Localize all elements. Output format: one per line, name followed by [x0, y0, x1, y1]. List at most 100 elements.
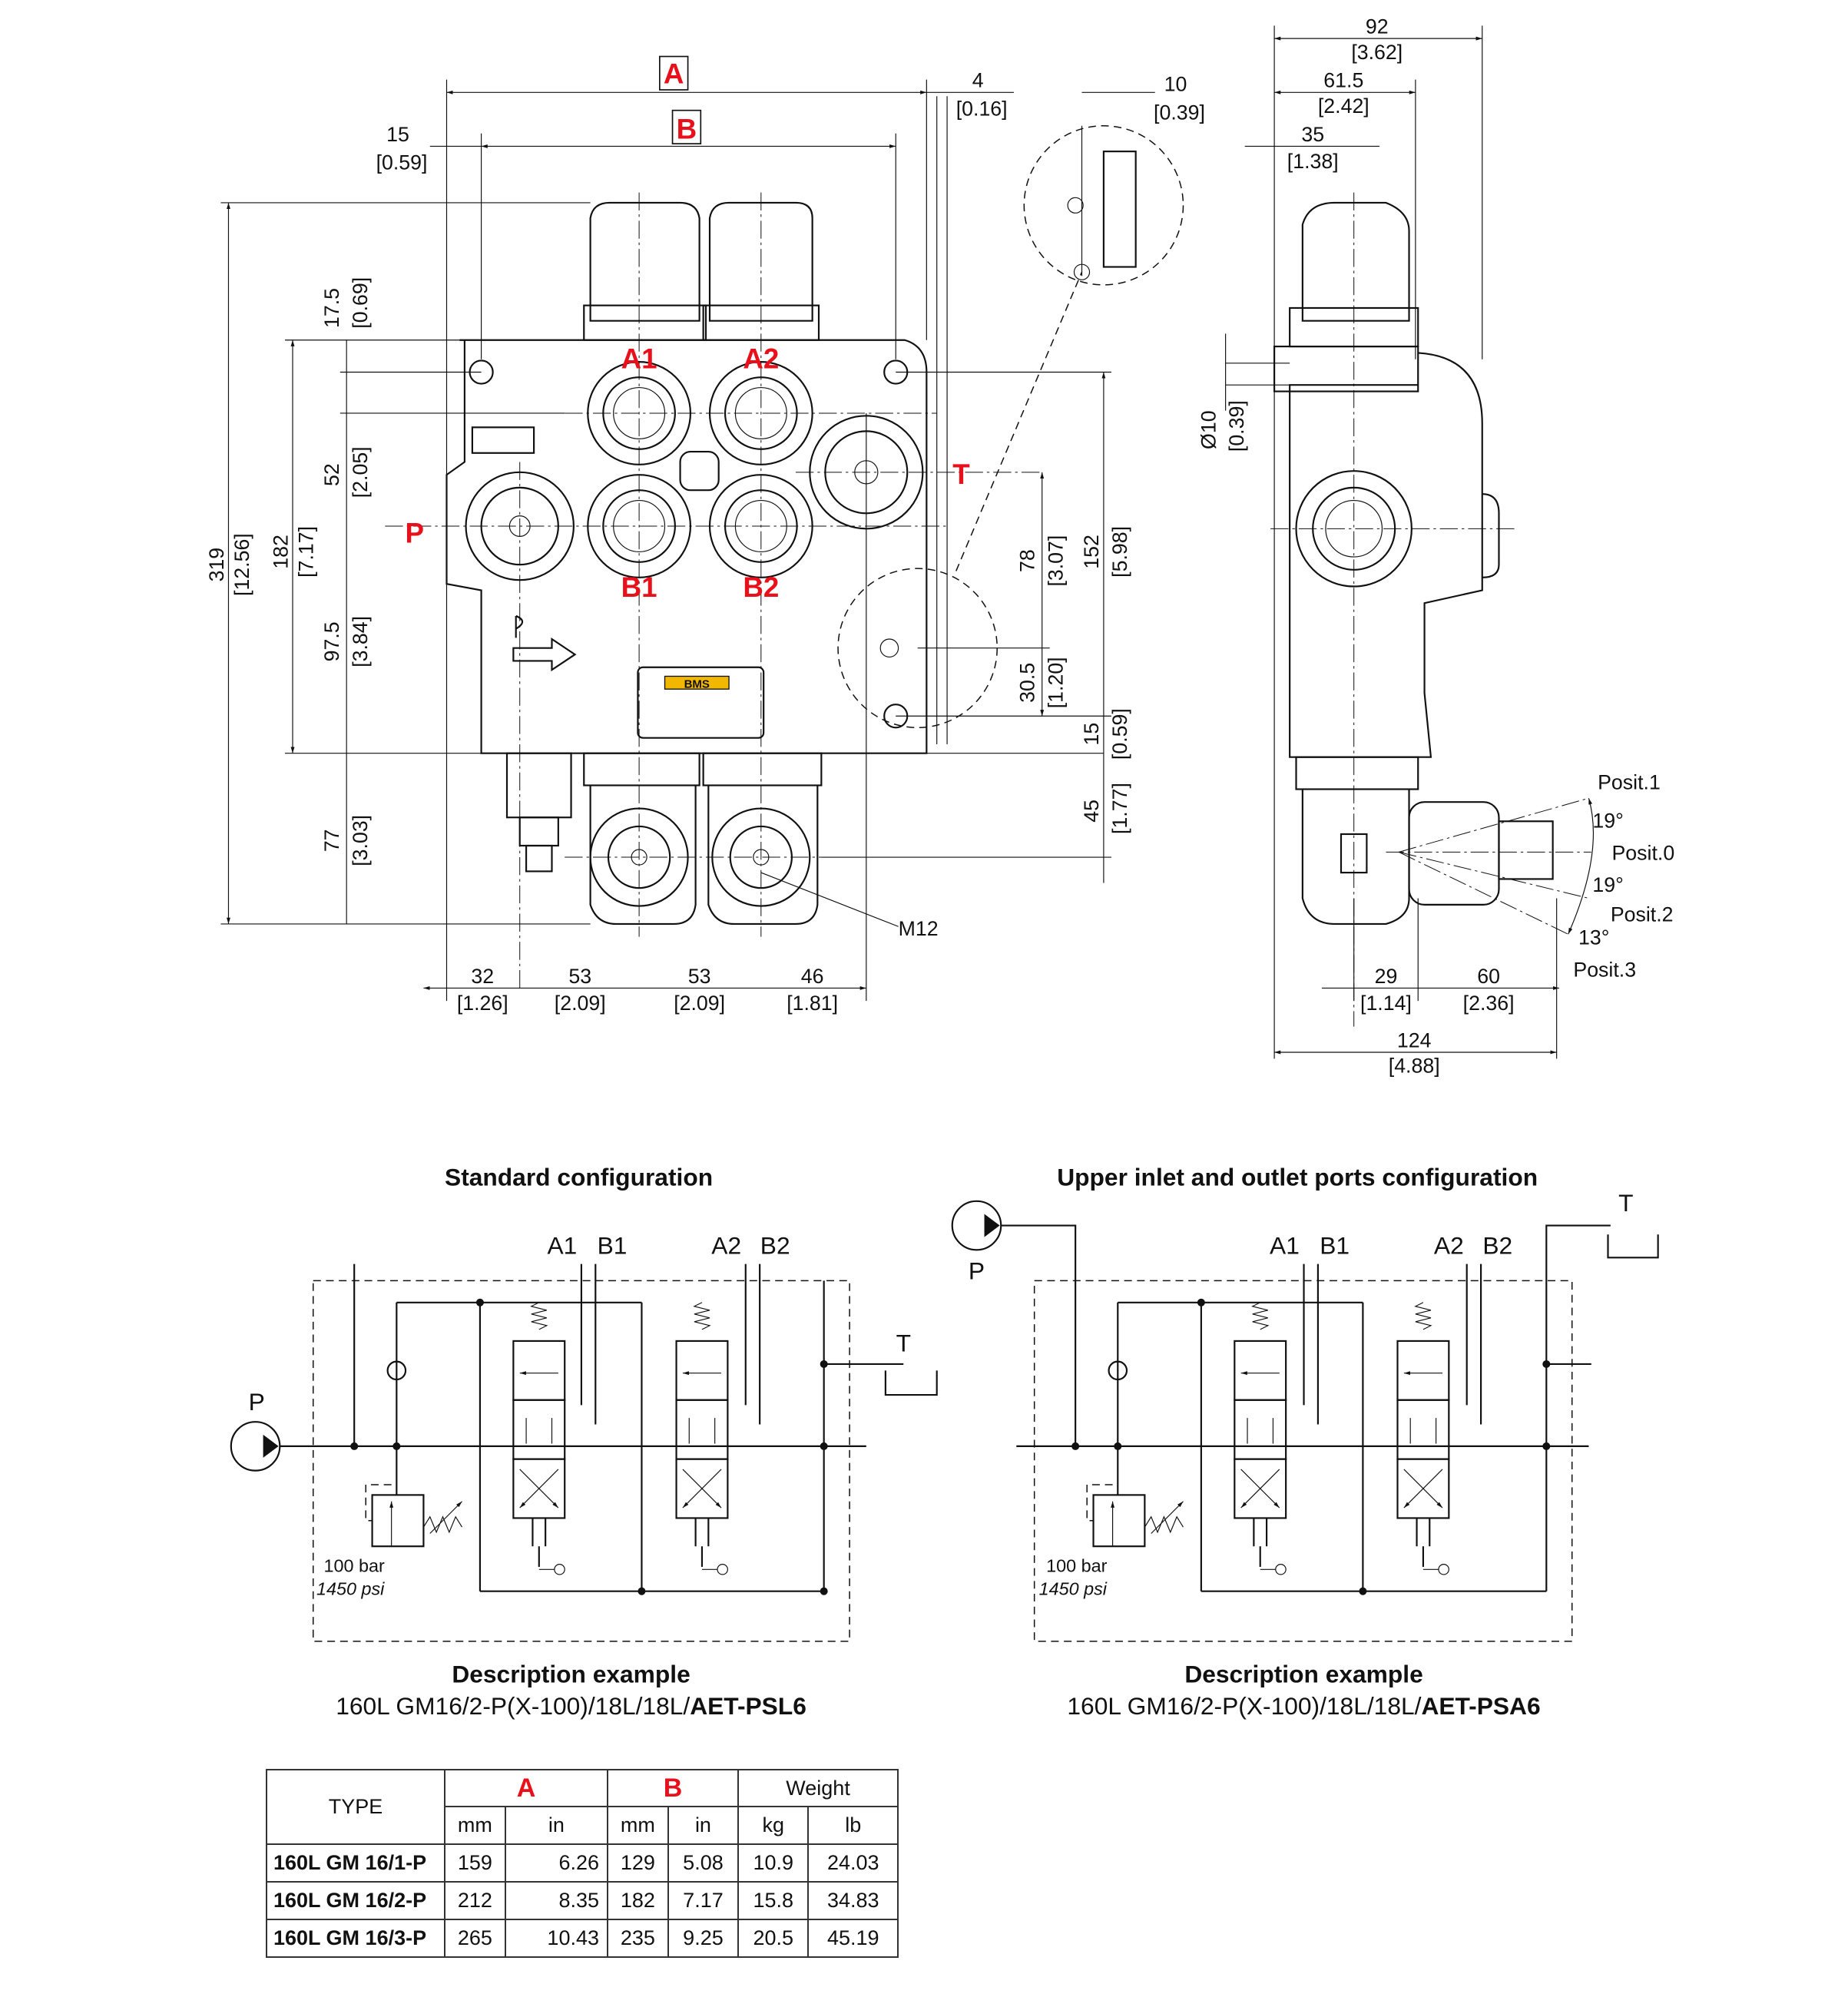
relief-pressure-psi: 1450 psi — [1039, 1579, 1108, 1599]
header-weight: Weight — [737, 1769, 899, 1807]
port-label-b1: B1 — [598, 1231, 628, 1259]
dim-value: 32 — [471, 965, 494, 988]
dim-value: [12.56] — [230, 533, 253, 596]
dim-value: 319 — [205, 548, 228, 582]
dim-value: [3.84] — [349, 616, 372, 667]
ref-a-label: A — [664, 58, 684, 90]
dim-value: [1.14] — [1360, 992, 1412, 1015]
cell-a-mm: 265 — [444, 1919, 506, 1958]
dim-value: 45 — [1080, 800, 1103, 823]
brand-plate — [637, 666, 765, 739]
relief-pressure-psi: 1450 psi — [316, 1579, 385, 1599]
header-a-in: in — [504, 1806, 609, 1845]
cell-a-mm: 212 — [444, 1881, 506, 1920]
dim-value: [1.20] — [1044, 657, 1067, 708]
dim-value: 61.5 — [1323, 69, 1363, 92]
cell-type: 160L GM 16/1-P — [266, 1843, 445, 1883]
description-code-base: 160L GM16/2-P(X-100)/18L/18L/ — [1067, 1692, 1421, 1720]
dim-value: 17.5 — [320, 288, 343, 328]
cell-lb: 45.19 — [807, 1919, 899, 1958]
port-label-a1: A1 — [547, 1231, 577, 1259]
dim-value: [2.05] — [349, 446, 372, 498]
dim-value: 15 — [1080, 723, 1103, 746]
dim-value: 97.5 — [320, 621, 343, 661]
table-row: 160L GM 16/3-P 265 10.43 235 9.25 20.5 4… — [266, 1919, 899, 1958]
dim-value: 52 — [320, 463, 343, 486]
description-code-base: 160L GM16/2-P(X-100)/18L/18L/ — [336, 1692, 690, 1720]
dim-value: [0.39] — [1225, 400, 1248, 452]
angle-label: 19° — [1592, 810, 1623, 833]
dim-value: 60 — [1477, 965, 1500, 988]
port-label-a1: A1 — [1270, 1231, 1300, 1259]
dim-value: [2.42] — [1318, 94, 1369, 118]
dim-value: 152 — [1080, 535, 1103, 569]
dim-value: 35 — [1301, 123, 1324, 146]
port-label-b2: B2 — [743, 571, 779, 603]
port-label-t: T — [896, 1329, 911, 1356]
port-label-a2: A2 — [1434, 1231, 1464, 1259]
ref-b-label: B — [677, 113, 697, 144]
thread-label: M12 — [899, 917, 939, 940]
dim-value: [1.81] — [787, 992, 838, 1015]
port-label-b1: B1 — [621, 571, 657, 603]
cell-b-in: 5.08 — [667, 1843, 740, 1883]
cell-b-mm: 129 — [607, 1843, 669, 1883]
dim-value: 15 — [386, 123, 409, 146]
relief-valve — [366, 1485, 462, 1546]
dim-value: [1.26] — [457, 992, 508, 1015]
relief-pressure-bar: 100 bar — [1046, 1556, 1107, 1576]
port-label-p: P — [969, 1257, 985, 1285]
dim-value: [2.09] — [555, 992, 606, 1015]
port-label-a2: A2 — [743, 343, 779, 374]
angle-label: 19° — [1592, 873, 1623, 896]
front-view: BMS — [205, 55, 1205, 1015]
dim-value: 77 — [320, 829, 343, 852]
dim-value: [2.36] — [1463, 992, 1515, 1015]
directional-valve-1 — [1234, 1303, 1286, 1575]
angle-label: 13° — [1578, 926, 1609, 949]
header-b: B — [606, 1769, 740, 1807]
header-a: A — [444, 1769, 608, 1807]
cell-kg: 15.8 — [737, 1881, 810, 1920]
port-label-b1: B1 — [1320, 1231, 1350, 1259]
dim-value: 46 — [801, 965, 824, 988]
port-label-p: P — [405, 518, 424, 549]
port-label-t: T — [952, 459, 970, 490]
dim-value: [0.39] — [1154, 101, 1205, 124]
schematic-upper-ports: Upper inlet and outlet ports configurati… — [951, 1164, 1659, 1720]
cell-type: 160L GM 16/2-P — [266, 1881, 445, 1920]
dim-value: 124 — [1397, 1028, 1432, 1052]
directional-valve-2 — [677, 1303, 728, 1575]
brand-label: BMS — [684, 678, 710, 691]
pump-symbol — [951, 1200, 1002, 1251]
cell-b-in: 7.17 — [667, 1881, 740, 1920]
schematic-title: Upper inlet and outlet ports configurati… — [1057, 1164, 1538, 1191]
header-lb: lb — [807, 1806, 899, 1845]
dim-value: 10 — [1164, 73, 1187, 96]
schematic-standard: Standard configuration A1 B1 A2 B2 P T 1… — [230, 1164, 938, 1720]
description-title: Description example — [452, 1660, 690, 1687]
dim-value: 30.5 — [1016, 663, 1039, 703]
port-label-a2: A2 — [711, 1231, 741, 1259]
description-title: Description example — [1184, 1660, 1422, 1687]
dim-value: [3.03] — [349, 815, 372, 866]
dim-value: [2.09] — [674, 992, 725, 1015]
description-code: 160L GM16/2-P(X-100)/18L/18L/AET-PSL6 — [336, 1692, 806, 1720]
dim-value: 78 — [1016, 549, 1039, 572]
cell-kg: 10.9 — [737, 1843, 810, 1883]
description-code-suffix: AET-PSA6 — [1421, 1692, 1540, 1720]
cell-b-mm: 235 — [607, 1919, 669, 1958]
cell-a-in: 6.26 — [504, 1843, 609, 1883]
specification-table: TYPE A B Weight mm in mm in kg lb 160L G… — [266, 1769, 899, 1958]
position-label: Posit.0 — [1612, 841, 1675, 864]
cell-lb: 24.03 — [807, 1843, 899, 1883]
cell-a-mm: 159 — [444, 1843, 506, 1883]
cell-a-in: 8.35 — [504, 1881, 609, 1920]
cell-b-in: 9.25 — [667, 1919, 740, 1958]
description-code-suffix: AET-PSL6 — [690, 1692, 806, 1720]
pump-symbol — [230, 1421, 281, 1472]
dim-value: 53 — [568, 965, 591, 988]
dim-value: 29 — [1375, 965, 1398, 988]
dim-value: [0.16] — [956, 97, 1008, 120]
dim-value: [0.59] — [376, 151, 428, 174]
